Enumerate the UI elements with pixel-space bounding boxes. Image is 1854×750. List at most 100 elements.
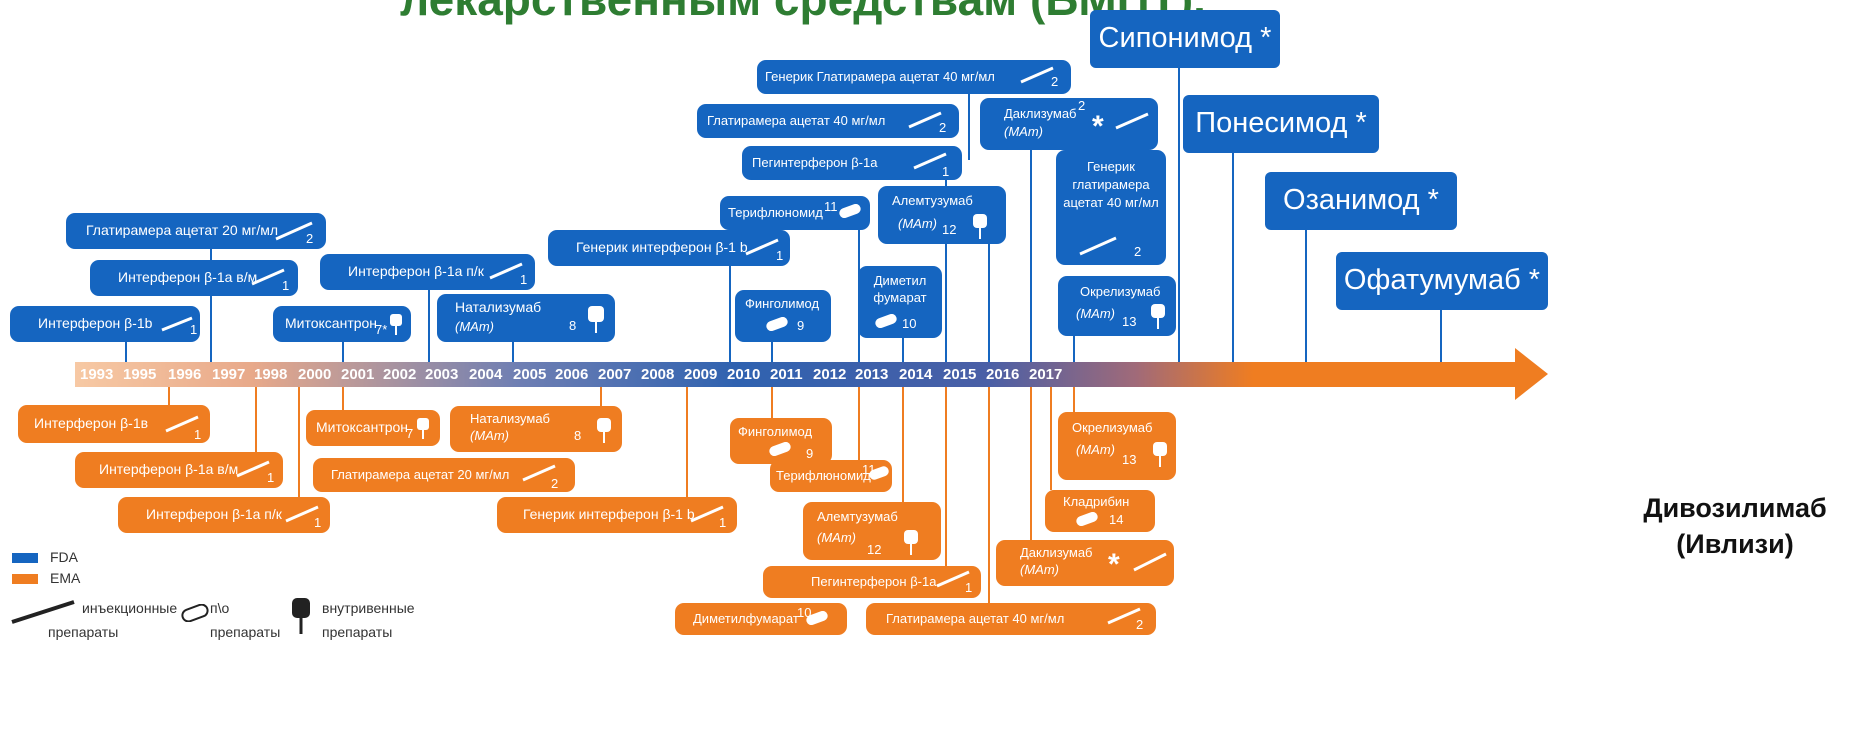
syringe-icon [1020, 66, 1054, 84]
future-card-ofatumumab: Офатумумаб * [1336, 252, 1548, 310]
connector-line [125, 342, 127, 362]
year-label: 1998 [254, 366, 288, 383]
pill-icon [1076, 512, 1098, 526]
connector-line [945, 180, 947, 362]
fda-card: Генерик интерферон β-1 b 1 [548, 230, 790, 266]
iv-bag-icon [597, 418, 611, 443]
year-label: 2001 [341, 366, 375, 383]
syringe-icon [1115, 112, 1149, 130]
connector-line [1073, 387, 1075, 412]
connector-line [1440, 310, 1442, 362]
year-label: 2002 [383, 366, 417, 383]
fda-card: Интерферон β-1b 1 [10, 306, 200, 342]
year-label: 1993 [80, 366, 114, 383]
syringe-icon [745, 238, 779, 256]
connector-line [1305, 230, 1307, 362]
ema-card: Финголимод 9 [730, 418, 832, 464]
connector-line [255, 387, 257, 452]
pill-icon [875, 314, 897, 328]
syringe-icon [908, 111, 942, 129]
syringe-icon [275, 221, 313, 241]
ema-card: Даклизумаб (MAm) * [996, 540, 1174, 586]
iv-bag-icon [292, 598, 310, 634]
syringe-icon [936, 570, 970, 588]
fda-card: Генерик Глатирамера ацетат 40 мг/мл 2 [757, 60, 1071, 94]
syringe-icon [285, 505, 319, 523]
syringe-icon [165, 415, 199, 433]
connector-line [771, 387, 773, 418]
fda-card: Глатирамера ацетат 40 мг/мл 2 [697, 104, 959, 138]
fda-card: Финголимод 9 [735, 290, 831, 342]
legend-ema-swatch [12, 574, 38, 584]
pill-icon [766, 317, 788, 331]
syringe-icon [690, 505, 724, 523]
ema-card: Глатирамера ацетат 20 мг/мл 2 [313, 458, 575, 492]
connector-line [968, 94, 970, 160]
ema-card: Интерферон β-1в 1 [18, 405, 210, 443]
ema-card: Диметилфумарат 10 [675, 603, 847, 635]
legend-oral-label: п\о препараты [210, 600, 281, 640]
connector-line [168, 387, 170, 405]
year-label: 2013 [855, 366, 889, 383]
ema-card: Натализумаб (MAm) 8 [450, 406, 622, 452]
ema-card: Глатирамера ацетат 40 мг/мл 2 [866, 603, 1156, 635]
year-label: 1996 [168, 366, 202, 383]
connector-line [1178, 68, 1180, 362]
side-note-line1: Дивозилимаб [1643, 493, 1827, 523]
year-label: 2005 [513, 366, 547, 383]
pill-icon [869, 466, 889, 480]
connector-line [1030, 150, 1032, 362]
year-label: 2016 [986, 366, 1020, 383]
fda-card: Алемтузумаб (MAm) 12 [878, 186, 1006, 244]
iv-bag-icon [1151, 304, 1165, 329]
connector-line [902, 338, 904, 362]
connector-line [342, 387, 344, 410]
connector-line [945, 387, 947, 566]
ema-card: Терифлюномид 11 [770, 460, 892, 492]
page-title: лекарственным средствам (БМПТ). [400, 0, 1400, 26]
fda-card: Терифлюномид 11 [720, 196, 870, 230]
legend-fda-label: FDA [50, 549, 78, 565]
connector-line [1030, 387, 1032, 540]
year-label: 2003 [425, 366, 459, 383]
syringe-icon [1079, 236, 1117, 256]
ema-card: Окрелизумаб (MAm) 13 [1058, 412, 1176, 480]
syringe-icon [1107, 607, 1141, 625]
iv-bag-icon [904, 530, 918, 555]
fda-card: Диметил фумарат 10 [858, 266, 942, 338]
iv-bag-icon [417, 418, 429, 439]
fda-card: Окрелизумаб (MAm) 13 [1058, 276, 1176, 336]
future-card-ozanimod: Озанимод * [1265, 172, 1457, 230]
year-label: 2014 [899, 366, 933, 383]
connector-line [210, 296, 212, 362]
iv-bag-icon [390, 314, 402, 335]
connector-line [988, 387, 990, 603]
syringe-icon [236, 460, 270, 478]
iv-bag-icon [1153, 442, 1167, 467]
connector-line [512, 342, 514, 362]
fda-card: Генерик глатирамера ацетат 40 мг/мл 2 [1056, 150, 1166, 265]
fda-card: Натализумаб (MAm) 8 [437, 294, 615, 342]
connector-line [210, 249, 212, 261]
year-label: 2017 [1029, 366, 1063, 383]
future-card-siponimod: Сипонимод * [1090, 10, 1280, 68]
connector-line [858, 387, 860, 460]
connector-line [902, 387, 904, 502]
pill-icon [181, 604, 209, 622]
ema-card: Митоксантрон 7 [306, 410, 440, 446]
year-label: 2004 [469, 366, 503, 383]
syringe-icon [522, 464, 556, 482]
future-card-ponesimod: Понесимод * [1183, 95, 1379, 153]
syringe-icon [161, 316, 193, 332]
connector-line [686, 387, 688, 497]
connector-line [298, 387, 300, 497]
year-label: 2012 [813, 366, 847, 383]
syringe-icon [11, 600, 75, 624]
pill-icon [769, 442, 791, 456]
pill-icon [839, 204, 861, 218]
connector-line [729, 266, 731, 362]
year-label: 2011 [770, 366, 803, 383]
year-label: 1995 [123, 366, 157, 383]
connector-line [1232, 153, 1234, 362]
